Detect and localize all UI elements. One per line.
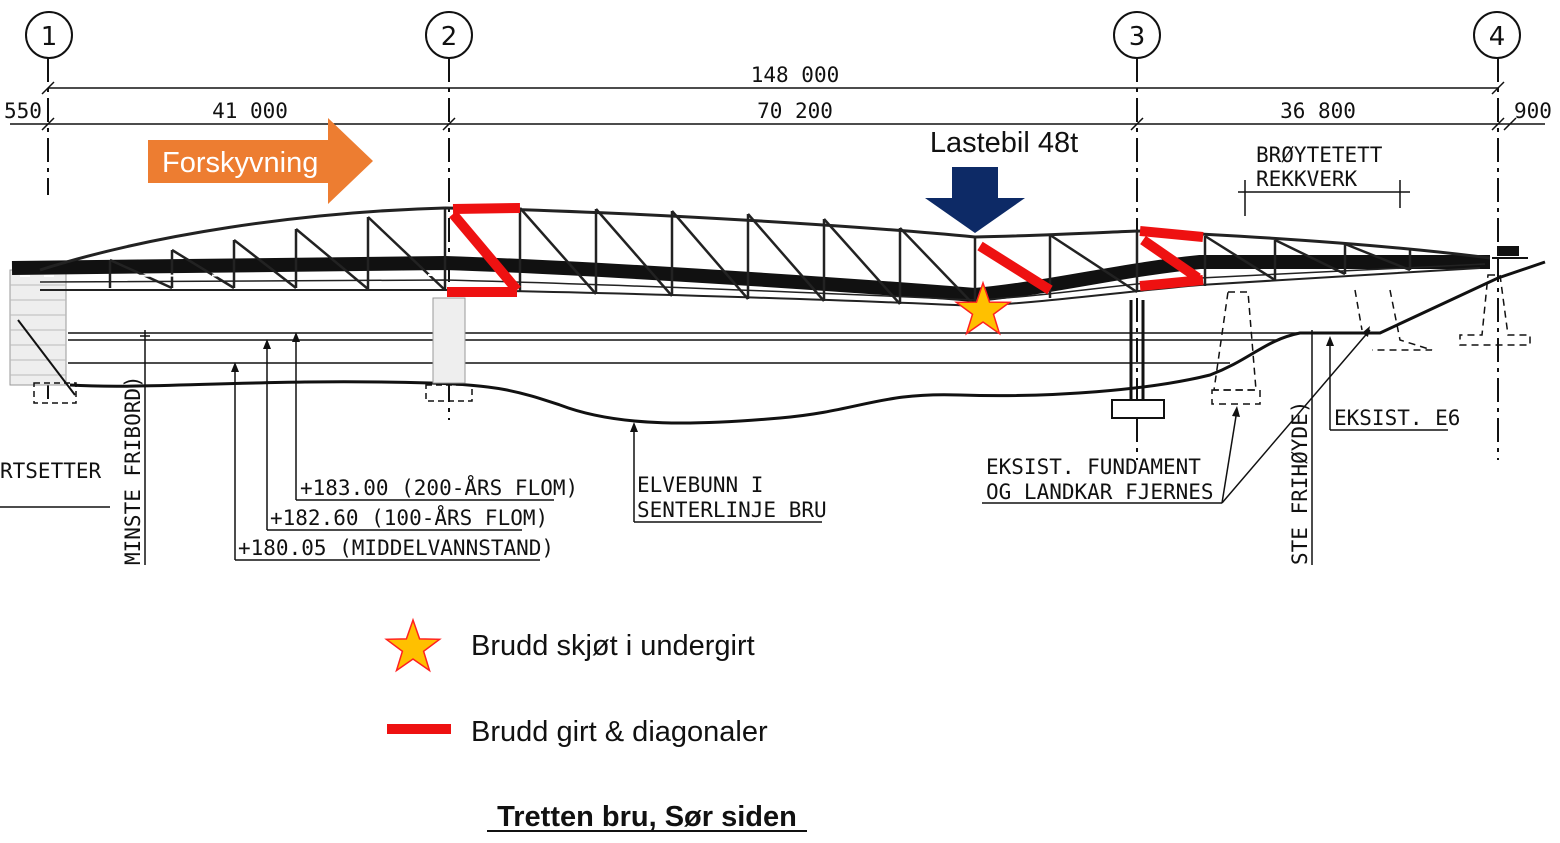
axis-label-3: 3 xyxy=(1129,22,1146,52)
rekkverk-dimension xyxy=(1238,180,1410,216)
axis-label-2: 2 xyxy=(441,22,458,52)
riverbed-label-2: SENTERLINJE BRU xyxy=(637,498,827,522)
existing-e6-label: EKSIST. E6 xyxy=(1334,406,1460,430)
flood-200-label: +183.00 (200-ÅRS FLOM) xyxy=(300,474,578,500)
dimension-total: 148 000 xyxy=(751,63,840,87)
dimension-lines xyxy=(10,81,1545,131)
foundation-label-1: EKSIST. FUNDAMENT xyxy=(986,455,1201,479)
axis-marker-2: 2 xyxy=(425,11,473,59)
truss-bridge xyxy=(11,206,1491,308)
foundation-label-2: OG LANDKAR FJERNES xyxy=(986,480,1214,504)
axis-marker-4: 4 xyxy=(1473,11,1521,59)
flood-100-label: +182.60 (100-ÅRS FLOM) xyxy=(270,504,548,530)
legend-red-bar-icon xyxy=(387,724,451,734)
drawing-title: Tretten bru, Sør siden xyxy=(497,801,797,833)
existing-foundations xyxy=(1211,274,1531,405)
rekkverk-label-1: BRØYTETETT xyxy=(1256,143,1383,167)
mean-water-label: +180.05 (MIDDELVANNSTAND) xyxy=(238,536,554,560)
left-vertical-label: MINSTE FRIBORD) xyxy=(121,375,145,565)
dimension-span-1: 41 000 xyxy=(212,99,288,123)
dimension-right-edge: 900 xyxy=(1514,99,1552,123)
legend-label-bar: Brudd girt & diagonaler xyxy=(471,716,768,748)
dimension-span-3: 36 800 xyxy=(1280,99,1356,123)
truck-load-label: Lastebil 48t xyxy=(930,127,1078,159)
legend-star-icon xyxy=(384,617,442,673)
leader-arrowheads xyxy=(231,326,1370,432)
forskyvning-label: Forskyvning xyxy=(162,147,318,179)
dimension-left-edge: 550 xyxy=(4,99,42,123)
joint-failure-star-icon xyxy=(954,280,1012,336)
pier-3 xyxy=(1111,300,1165,419)
axis-marker-3: 3 xyxy=(1113,11,1161,59)
axis-label-4: 4 xyxy=(1489,22,1506,52)
damage-markings xyxy=(447,203,1204,297)
leader-lines xyxy=(0,329,1448,565)
pier-2 xyxy=(425,297,473,402)
left-partial-label: RTSETTER xyxy=(0,459,102,483)
dimension-span-2: 70 200 xyxy=(757,99,833,123)
forskyvning-arrow: Forskyvning xyxy=(148,118,373,204)
right-abutment-bearing xyxy=(1492,246,1528,259)
water-level-lines xyxy=(68,332,1300,364)
riverbed-label-1: ELVEBUNN I xyxy=(637,473,763,497)
legend: Brudd skjøt i undergirt Brudd girt & dia… xyxy=(384,617,768,748)
right-vertical-label: STE FRIHØYDE) xyxy=(1288,401,1312,565)
legend-label-star: Brudd skjøt i undergirt xyxy=(471,630,755,662)
load-arrow-icon xyxy=(925,167,1025,233)
rekkverk-label-2: REKKVERK xyxy=(1256,167,1358,191)
axis-label-1: 1 xyxy=(41,22,58,52)
ground-profile xyxy=(69,260,1546,425)
axis-marker-1: 1 xyxy=(25,11,73,59)
